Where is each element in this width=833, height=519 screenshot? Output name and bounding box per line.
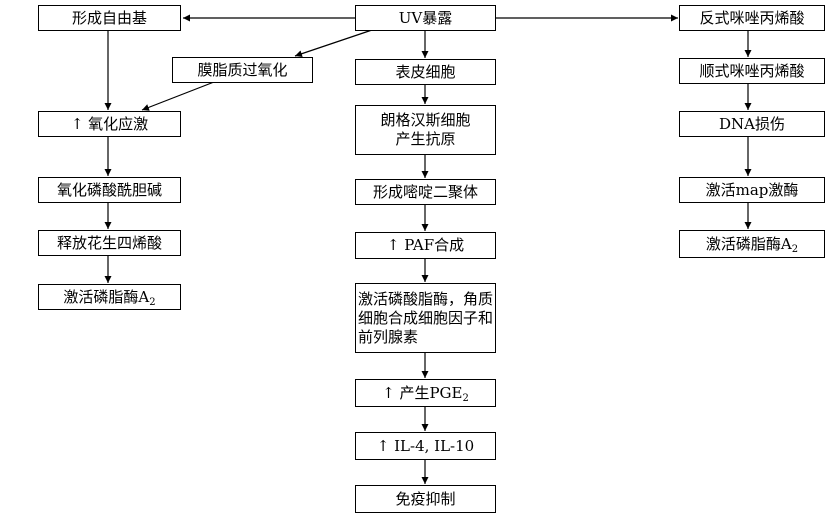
node-dna-label: DNA损伤	[719, 114, 785, 133]
node-cytokines-label: 激活磷酸脂酶，角质细胞合成细胞因子和前列腺素	[358, 289, 494, 346]
node-free-radical: 形成自由基	[38, 5, 181, 31]
node-arachidonic-label: 释放花生四烯酸	[56, 233, 162, 252]
node-oxidative-stress-label: ↑ 氧化应激	[70, 114, 149, 133]
node-uv-label: UV暴露	[398, 8, 453, 27]
node-dimer: 形成嘧啶二聚体	[355, 179, 496, 205]
node-pla2-right-sub: 2	[791, 243, 799, 255]
node-uv: UV暴露	[355, 5, 496, 31]
node-epidermal: 表皮细胞	[355, 59, 496, 85]
node-pla2-left-main: 激活磷脂酶A	[63, 287, 150, 306]
node-pla2-left-label: 激活磷脂酶A2	[63, 287, 156, 308]
node-dna: DNA损伤	[679, 111, 825, 137]
node-immune-label: 免疫抑制	[395, 489, 456, 508]
node-arachidonic: 释放花生四烯酸	[38, 230, 181, 256]
node-oxidative-stress: ↑ 氧化应激	[38, 111, 181, 137]
node-paf-main: PAF合成	[404, 236, 465, 254]
node-pla2-right-label: 激活磷脂酶A2	[705, 234, 799, 255]
node-lipid-peroxidation-label: 膜脂质过氧化	[197, 60, 288, 79]
edge-lipid-stress	[141, 81, 215, 111]
edge-uv-lipid	[294, 29, 373, 58]
node-phosphatidylcholine-label: 氧化磷酸酰胆碱	[56, 180, 162, 199]
node-trans-label: 反式咪唑丙烯酸	[699, 8, 805, 27]
node-pla2-right: 激活磷脂酶A2	[679, 230, 825, 258]
node-cytokines: 激活磷酸脂酶，角质细胞合成细胞因子和前列腺素	[355, 283, 496, 353]
node-free-radical-label: 形成自由基	[71, 8, 147, 27]
node-paf-label: ↑ PAF合成	[387, 236, 464, 255]
node-langerhans-label: 朗格汉斯细胞产生抗原	[380, 111, 471, 148]
node-trans: 反式咪唑丙烯酸	[679, 5, 825, 31]
node-pge-label: ↑ 产生PGE2	[382, 383, 469, 404]
node-pge-sub: 2	[462, 392, 469, 404]
node-epidermal-label: 表皮细胞	[395, 62, 456, 81]
node-pla2-left: 激活磷脂酶A2	[38, 284, 181, 310]
node-immune: 免疫抑制	[355, 485, 496, 513]
node-map: 激活map激酶	[679, 177, 825, 203]
node-map-label: 激活map激酶	[705, 180, 799, 199]
node-cis: 顺式咪唑丙烯酸	[679, 58, 825, 84]
node-paf: ↑ PAF合成	[355, 232, 496, 259]
node-cis-label: 顺式咪唑丙烯酸	[699, 61, 805, 80]
node-paf-arrow: ↑	[386, 236, 405, 254]
node-phosphatidylcholine: 氧化磷酸酰胆碱	[38, 177, 181, 203]
node-pla2-left-sub: 2	[149, 296, 156, 308]
node-pla2-right-main: 激活磷脂酶A	[705, 234, 792, 253]
node-pge: ↑ 产生PGE2	[355, 379, 496, 407]
node-il: ↑ IL-4, IL-10	[355, 432, 496, 460]
node-langerhans: 朗格汉斯细胞产生抗原	[355, 105, 496, 155]
node-il-label: ↑ IL-4, IL-10	[376, 436, 475, 455]
node-pge-main: ↑ 产生PGE	[382, 383, 463, 402]
node-lipid-peroxidation: 膜脂质过氧化	[172, 57, 313, 83]
node-dimer-label: 形成嘧啶二聚体	[372, 182, 478, 201]
